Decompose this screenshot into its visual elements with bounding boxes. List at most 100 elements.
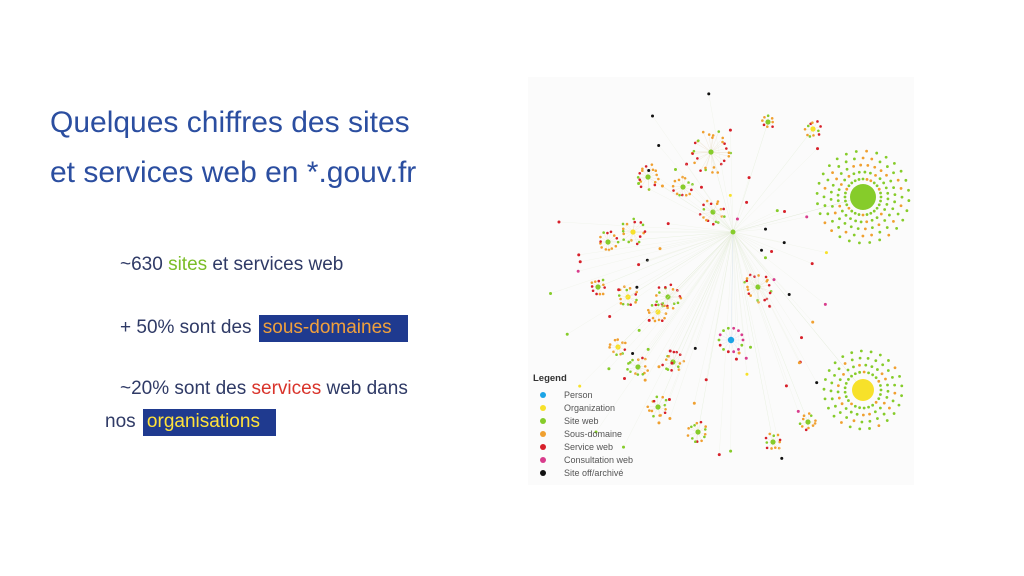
graph-node [858, 241, 861, 245]
graph-node [875, 216, 879, 220]
graph-node [838, 411, 842, 414]
graph-node [886, 369, 890, 372]
graph-node [823, 204, 827, 207]
graph-node [666, 222, 670, 226]
graph-node [655, 309, 661, 315]
graph-edge [693, 150, 712, 153]
graph-node [655, 395, 659, 399]
graph-edge [732, 231, 800, 363]
graph-edge [730, 195, 734, 233]
graph-node [844, 381, 848, 385]
graph-node [907, 188, 910, 192]
graph-edge [702, 131, 712, 153]
graph-node [893, 193, 897, 197]
graph-node [880, 372, 884, 376]
legend-label: Site web [564, 415, 599, 426]
graph-edge [705, 151, 712, 168]
graph-node [704, 378, 708, 382]
graph-node [871, 373, 875, 377]
graph-node [763, 256, 767, 260]
graph-edge [659, 231, 734, 249]
graph-node [637, 263, 641, 267]
graph-node [644, 165, 648, 168]
graph-node [858, 363, 861, 367]
graph-node [850, 351, 854, 355]
graph-node [703, 435, 706, 439]
graph-node [615, 353, 618, 356]
graph-node [877, 187, 881, 191]
graph-node [634, 301, 637, 304]
graph-node [806, 133, 809, 137]
graph-node [832, 414, 836, 418]
graph-node [732, 350, 736, 354]
graph-node [850, 358, 854, 362]
graph-edge [648, 170, 734, 233]
graph-node [764, 275, 768, 279]
graph-node [637, 181, 641, 185]
graph-node [745, 277, 749, 280]
graph-node [737, 329, 740, 333]
graph-node [852, 365, 855, 369]
graph-node [639, 185, 643, 189]
graph-node [717, 338, 721, 342]
graph-node [824, 251, 828, 255]
graph-edge [732, 231, 766, 258]
graph-node [889, 179, 893, 183]
graph-node [721, 140, 724, 144]
graph-node [847, 239, 851, 243]
graph-node [626, 368, 629, 371]
graph-node [770, 447, 773, 450]
graph-node [684, 193, 688, 197]
graph-node [654, 169, 658, 173]
graph-node [877, 397, 881, 401]
graph-node [671, 288, 675, 291]
graph-node [854, 150, 858, 153]
graph-node [628, 287, 632, 290]
graph-node [765, 441, 769, 444]
graph-node [637, 240, 641, 244]
graph-node [868, 419, 872, 423]
graph-node [814, 419, 817, 422]
stat-subdomains-keyword: sous-domaines [258, 315, 408, 342]
graph-node [617, 294, 621, 297]
graph-node [676, 301, 680, 305]
graph-node [810, 262, 814, 266]
graph-edge [682, 186, 734, 233]
stat-services-suffix: web dans [321, 378, 408, 399]
graph-node [861, 413, 865, 417]
title-line-1: Quelques chiffres des sites [50, 106, 410, 139]
graph-node [727, 154, 731, 158]
graph-node [898, 374, 901, 378]
graph-node [672, 350, 676, 354]
graph-node [692, 401, 696, 405]
graph-node [593, 280, 597, 283]
graph-node [896, 212, 900, 216]
graph-node [653, 319, 657, 323]
graph-node [621, 302, 625, 306]
graph-node [653, 180, 657, 184]
graph-node [878, 353, 882, 357]
graph-node [626, 303, 630, 306]
graph-node [635, 242, 639, 246]
graph-node [716, 171, 720, 174]
graph-node [711, 134, 715, 137]
graph-node [877, 379, 881, 383]
graph-node [703, 432, 707, 436]
graph-node [601, 292, 605, 296]
graph-edge [632, 231, 734, 354]
graph-node [578, 384, 582, 388]
graph-node [707, 133, 711, 136]
graph-node [883, 208, 887, 211]
graph-node [861, 177, 865, 181]
graph-node [549, 292, 553, 296]
graph-edge [607, 231, 734, 243]
graph-node [879, 169, 883, 172]
graph-node [643, 230, 647, 233]
graph-node [876, 368, 879, 371]
graph-node [886, 389, 890, 393]
graph-node [858, 406, 862, 410]
legend-dot [540, 456, 546, 463]
graph-node [704, 425, 707, 428]
graph-node [658, 247, 662, 251]
graph-node [899, 187, 903, 190]
